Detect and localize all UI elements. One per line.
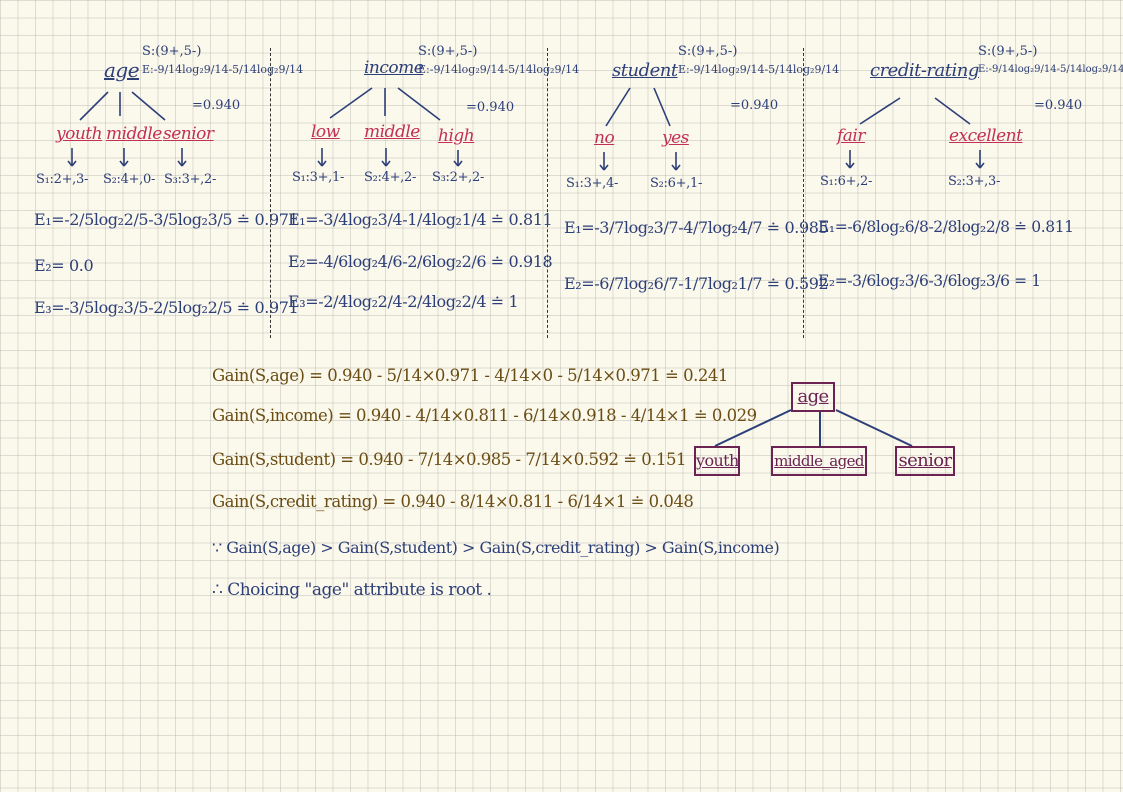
entropy-equation: E₃=-3/5log₂3/5-2/5log₂2/5 ≐ 0.971 xyxy=(34,298,299,317)
branch-label: no xyxy=(594,128,615,148)
attribute-title: age xyxy=(104,58,140,82)
entropy-expression: E:-9/14log₂9/14-5/14log₂9/14 xyxy=(418,63,580,76)
tree-child-node: youth xyxy=(694,446,740,476)
gain-equation: Gain(S,student) = 0.940 - 7/14×0.985 - 7… xyxy=(212,450,687,469)
tree-child-node: senior xyxy=(895,446,955,476)
section-divider xyxy=(547,48,548,338)
gain-equation: Gain(S,income) = 0.940 - 4/14×0.811 - 6/… xyxy=(212,406,757,425)
entropy-equation: E₂= 0.0 xyxy=(34,256,94,275)
entropy-equation: E₂=-6/7log₂6/7-1/7log₂1/7 ≐ 0.592 xyxy=(564,274,829,293)
tree-child-node: middle_aged xyxy=(771,446,867,476)
attribute-title: credit-rating xyxy=(870,60,979,81)
entropy-value: =0.940 xyxy=(1034,98,1083,113)
sample-label: S:(9+,5-) xyxy=(142,44,202,59)
entropy-equation: E₁=-2/5log₂2/5-3/5log₂3/5 ≐ 0.971 xyxy=(34,210,299,229)
therefore-statement: ∴ Choicing "age" attribute is root . xyxy=(212,580,492,600)
subset-label: S₃:3+,2- xyxy=(164,172,217,187)
because-statement: ∵ Gain(S,age) > Gain(S,student) > Gain(S… xyxy=(212,538,780,557)
section-divider xyxy=(803,48,804,338)
sample-label: S:(9+,5-) xyxy=(678,44,738,59)
branch-label: excellent xyxy=(949,126,1023,146)
tree-root-node: age xyxy=(791,382,835,412)
entropy-equation: E₁=-6/8log₂6/8-2/8log₂2/8 ≐ 0.811 xyxy=(818,218,1074,236)
entropy-expression: E:-9/14log₂9/14-5/14log₂9/14 xyxy=(978,64,1123,75)
subset-label: S₂:6+,1- xyxy=(650,176,703,191)
subset-label: S₁:2+,3- xyxy=(36,172,89,187)
entropy-expression: E:-9/14log₂9/14-5/14log₂9/14 xyxy=(678,63,840,76)
subset-label: S₂:4+,2- xyxy=(364,170,417,185)
sample-label: S:(9+,5-) xyxy=(978,44,1038,59)
branch-label: low xyxy=(311,122,340,142)
subset-label: S₂:3+,3- xyxy=(948,174,1001,189)
branch-label: middle xyxy=(106,124,162,144)
entropy-value: =0.940 xyxy=(730,98,779,113)
entropy-equation: E₂=-4/6log₂4/6-2/6log₂2/6 ≐ 0.918 xyxy=(288,252,553,271)
branch-label: youth xyxy=(56,124,103,144)
tree-child-label: senior xyxy=(898,450,952,471)
subset-label: S₂:4+,0- xyxy=(103,172,156,187)
branch-label: middle xyxy=(364,122,420,142)
branch-label: yes xyxy=(662,128,689,148)
attribute-title: income xyxy=(364,58,424,78)
branch-label: high xyxy=(438,126,475,146)
entropy-equation: E₃=-2/4log₂2/4-2/4log₂2/4 ≐ 1 xyxy=(288,292,519,311)
attribute-title: student xyxy=(612,60,678,81)
tree-root-label: age xyxy=(797,386,829,407)
subset-label: S₁:3+,4- xyxy=(566,176,619,191)
gain-equation: Gain(S,credit_rating) = 0.940 - 8/14×0.8… xyxy=(212,492,694,511)
entropy-equation: E₁=-3/4log₂3/4-1/4log₂1/4 ≐ 0.811 xyxy=(288,210,553,229)
gain-equation: Gain(S,age) = 0.940 - 5/14×0.971 - 4/14×… xyxy=(212,366,728,385)
tree-child-label: youth xyxy=(696,451,739,470)
entropy-value: =0.940 xyxy=(192,98,241,113)
subset-label: S₁:3+,1- xyxy=(292,170,345,185)
entropy-equation: E₂=-3/6log₂3/6-3/6log₂3/6 = 1 xyxy=(818,272,1041,290)
entropy-expression: E:-9/14log₂9/14-5/14log₂9/14 xyxy=(142,63,304,76)
subset-label: S₁:6+,2- xyxy=(820,174,873,189)
subset-label: S₃:2+,2- xyxy=(432,170,485,185)
entropy-value: =0.940 xyxy=(466,100,515,115)
section-divider xyxy=(270,48,271,338)
tree-child-label: middle_aged xyxy=(774,452,864,470)
branch-label: fair xyxy=(837,126,866,146)
entropy-equation: E₁=-3/7log₂3/7-4/7log₂4/7 ≐ 0.985 xyxy=(564,218,829,237)
sample-label: S:(9+,5-) xyxy=(418,44,478,59)
branch-label: senior xyxy=(163,124,214,144)
